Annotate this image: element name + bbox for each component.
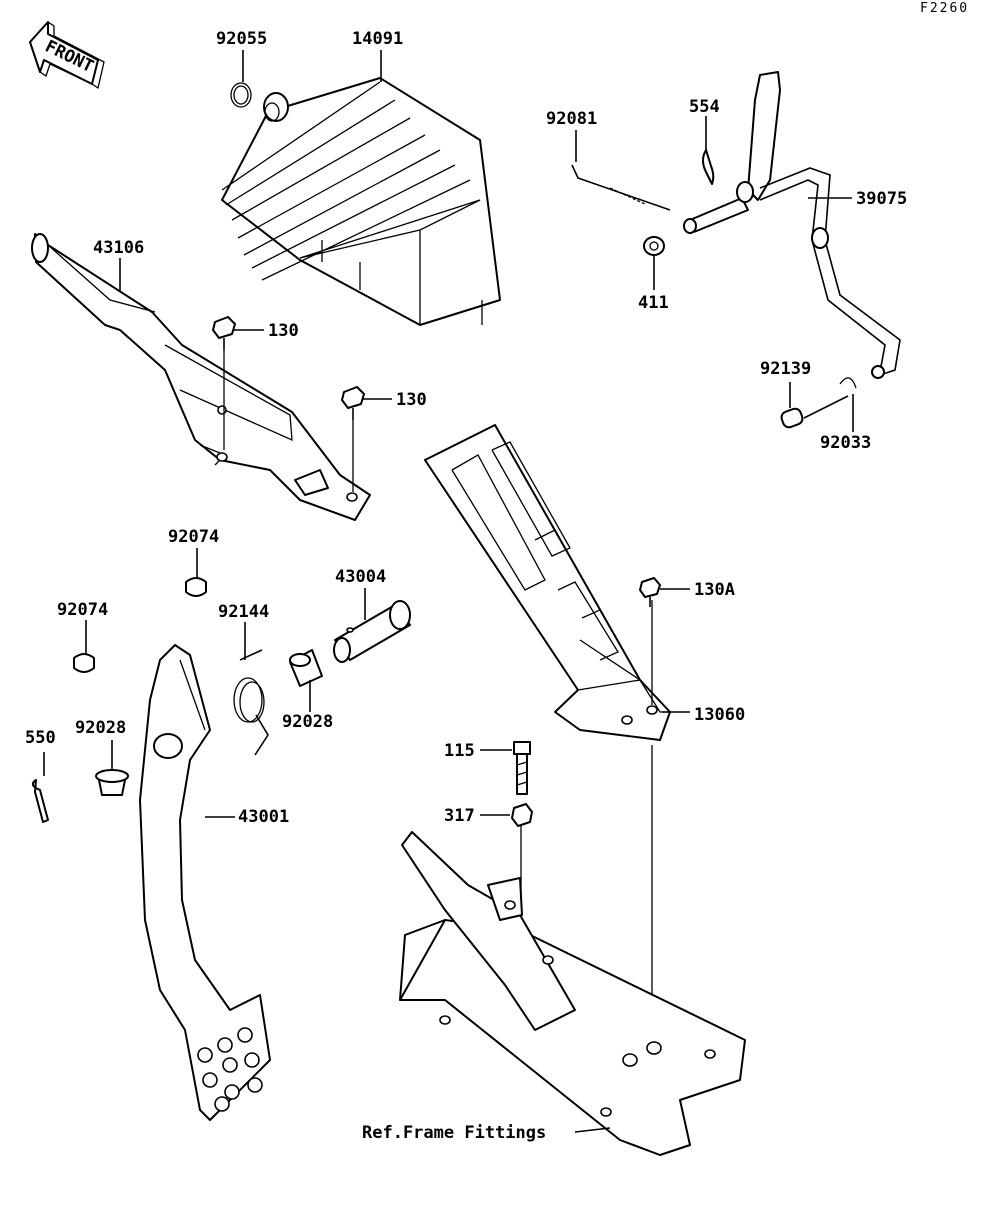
label-115: 115 (444, 741, 475, 761)
label-92081: 92081 (546, 109, 597, 129)
lever-39075 (683, 71, 901, 379)
label-130-upper: 130 (268, 321, 299, 341)
cap-92074-lower (73, 620, 95, 673)
bushing-92028-upper (289, 649, 323, 712)
label-39075: 39075 (856, 189, 907, 209)
label-317: 317 (444, 806, 475, 826)
label-92074-lower: 92074 (57, 600, 108, 620)
cap-92074-upper (185, 548, 207, 597)
collar-92139 (780, 382, 804, 429)
parking-lever-43106 (31, 233, 371, 521)
brake-pedal-43001 (139, 644, 271, 1121)
label-92028-lower: 92028 (75, 718, 126, 738)
label-550: 550 (25, 728, 56, 748)
label-43106: 43106 (93, 238, 144, 258)
label-411: 411 (638, 293, 669, 313)
label-14091: 14091 (352, 29, 403, 49)
label-92139: 92139 (760, 359, 811, 379)
label-13060: 13060 (694, 705, 745, 725)
accelerator-pedal-13060 (424, 424, 690, 1045)
cotter-pin-550 (31, 752, 49, 823)
bolt-130-lower (341, 386, 392, 492)
pin-43004 (333, 588, 411, 663)
label-92028-upper: 92028 (282, 712, 333, 732)
o-ring-92055 (230, 50, 252, 108)
bolt-130-upper (212, 316, 264, 450)
figure-code: F2260 (920, 1, 969, 16)
label-43004: 43004 (335, 567, 386, 587)
label-554: 554 (689, 97, 720, 117)
label-92033: 92033 (820, 433, 871, 453)
frame-fittings (399, 831, 746, 1156)
bolt-130A (639, 577, 690, 607)
spring-92144 (233, 622, 269, 756)
label-92144: 92144 (218, 602, 269, 622)
label-92055: 92055 (216, 29, 267, 49)
reference-label: Ref.Frame Fittings (362, 1123, 546, 1143)
label-130-lower: 130 (396, 390, 427, 410)
nut-317 (480, 803, 533, 895)
front-arrow-icon: FRONT (29, 21, 105, 90)
part-labels: 92055 14091 92081 554 39075 411 43106 13… (25, 29, 907, 1143)
boot-14091 (221, 50, 501, 326)
spring-92081 (571, 130, 671, 211)
bushing-92028-lower (95, 740, 129, 796)
label-130A: 130A (694, 580, 735, 600)
cotter-pin-554 (702, 116, 715, 185)
bolt-115 (480, 741, 531, 795)
label-43001: 43001 (238, 807, 289, 827)
washer-411 (643, 236, 665, 290)
label-92074-upper: 92074 (168, 527, 219, 547)
snap-ring-92033 (803, 377, 857, 432)
